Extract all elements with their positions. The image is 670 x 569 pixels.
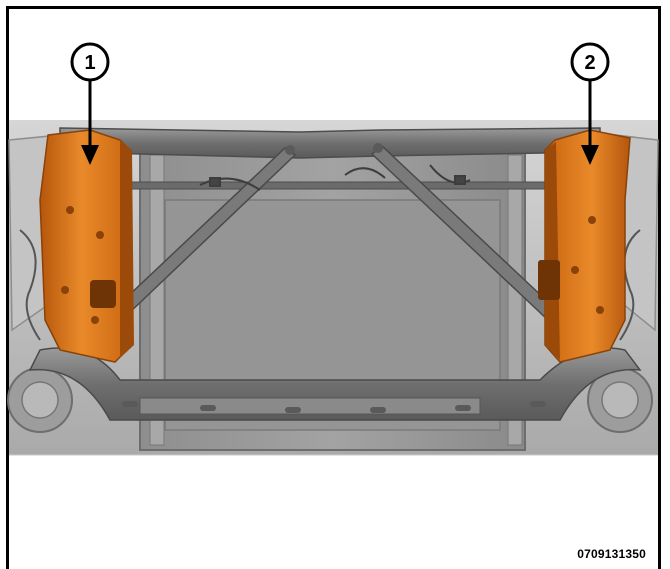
callout-2: 2 (570, 42, 610, 165)
callout-1-arrowhead (81, 145, 99, 165)
callout-1: 1 (70, 42, 110, 165)
blank-area (9, 455, 658, 569)
right-bracket (538, 129, 631, 363)
callout-2-label: 2 (584, 52, 595, 74)
figure-id: 0709131350 (577, 547, 646, 561)
left-bracket (39, 129, 134, 363)
lower-crossmember (28, 347, 642, 421)
wiring-harness (199, 164, 471, 191)
callout-2-arrowhead (581, 145, 599, 165)
callout-1-label: 1 (84, 52, 95, 74)
